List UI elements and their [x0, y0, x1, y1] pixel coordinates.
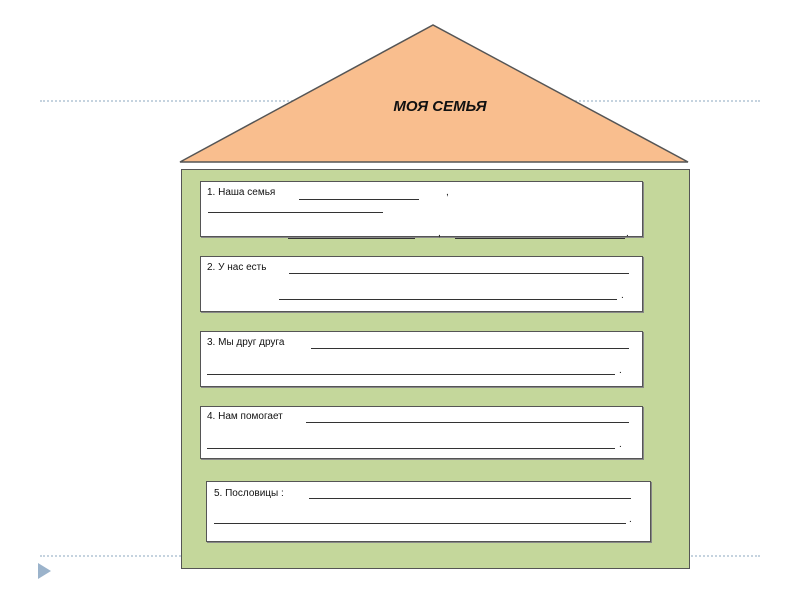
blank-line[interactable]: [309, 498, 631, 499]
blank-line[interactable]: [299, 199, 419, 200]
blank-line[interactable]: [288, 238, 415, 239]
blank-line[interactable]: [279, 299, 617, 300]
item-box-5: [206, 481, 651, 542]
play-triangle-icon[interactable]: [38, 563, 52, 579]
end-dot: .: [626, 228, 629, 239]
item-label-3: 3. Мы друг друга: [207, 337, 285, 348]
separator: ,: [446, 187, 449, 198]
blank-line[interactable]: [214, 523, 626, 524]
blank-line[interactable]: [306, 422, 629, 423]
blank-line[interactable]: [455, 238, 625, 239]
item-box-2: [200, 256, 643, 312]
item-box-4: [200, 406, 643, 459]
roof: [179, 24, 689, 163]
blank-line[interactable]: [207, 448, 615, 449]
blank-line[interactable]: [289, 273, 629, 274]
item-label-4: 4. Нам помогает: [207, 411, 283, 422]
item-label-5: 5. Пословицы :: [214, 488, 284, 499]
blank-line[interactable]: [311, 348, 629, 349]
blank-line[interactable]: [208, 212, 383, 213]
end-dot: .: [619, 365, 622, 376]
separator: ,: [438, 228, 441, 239]
blank-line[interactable]: [207, 374, 615, 375]
item-label-2: 2. У нас есть: [207, 262, 267, 273]
item-box-1: [200, 181, 643, 237]
item-box-3: [200, 331, 643, 387]
end-dot: .: [619, 439, 622, 450]
end-dot: .: [621, 290, 624, 301]
page-title: МОЯ СЕМЬЯ: [393, 98, 487, 115]
end-dot: .: [629, 514, 632, 525]
item-label-1: 1. Наша семья: [207, 187, 276, 198]
